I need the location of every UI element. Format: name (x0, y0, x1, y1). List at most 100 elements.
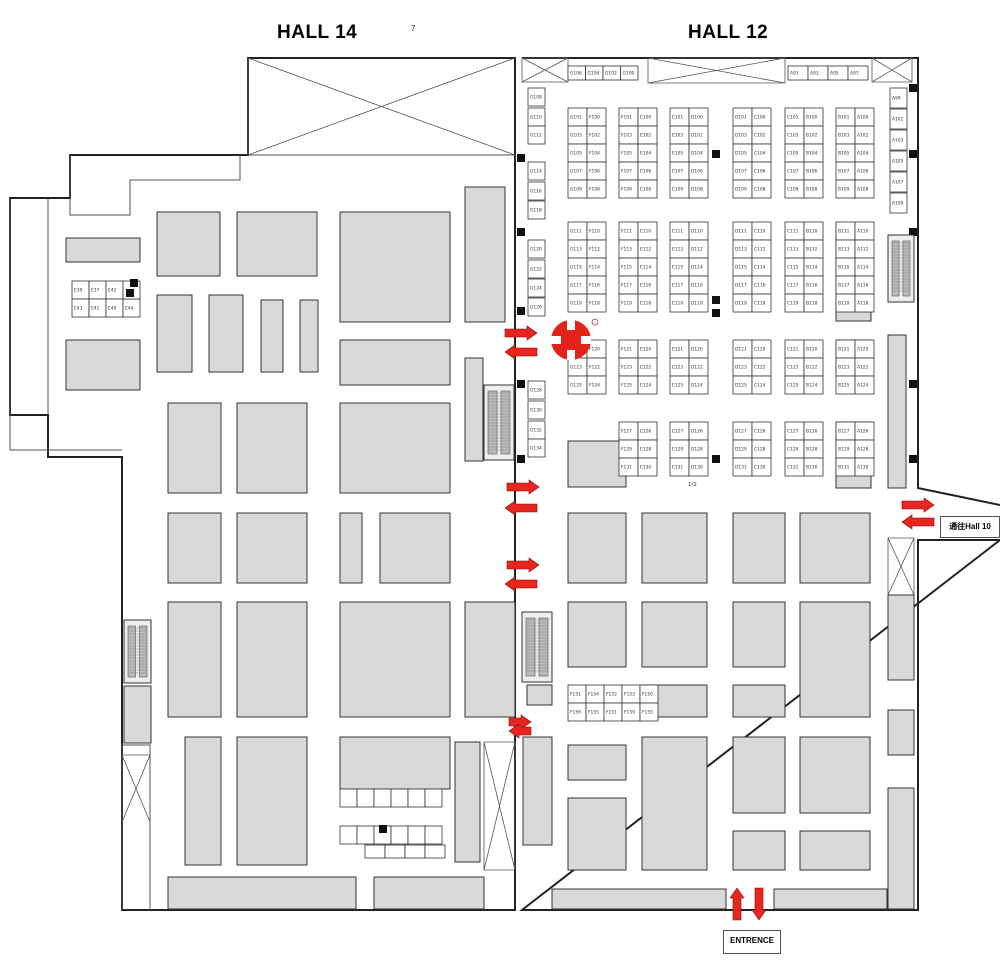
booth-label: B110 (806, 229, 818, 235)
pillar (712, 455, 720, 463)
booth-label: G122 (530, 267, 542, 273)
stand-block (799, 830, 871, 871)
arrow-left-icon (504, 500, 538, 516)
booth-cell (424, 788, 443, 808)
arrow-up-icon (729, 887, 745, 921)
booth-cell (688, 457, 709, 477)
booth-label: D107 (735, 169, 747, 175)
booth-label: B127 (838, 429, 850, 435)
booth-label: A107 (892, 180, 904, 186)
booth-label: A102 (857, 133, 869, 139)
booth-label: D113 (735, 247, 747, 253)
booth-label: B118 (806, 301, 818, 307)
booth-label: C111 (787, 229, 799, 235)
stand-block (799, 601, 871, 718)
booth-cell (356, 825, 375, 845)
stand-block (551, 888, 727, 910)
stand-block (526, 684, 553, 706)
booth-label: D127 (735, 429, 747, 435)
booth-label: D118 (691, 301, 703, 307)
escalator-icon (887, 234, 915, 303)
booth-cell (404, 844, 426, 859)
pillar (712, 309, 720, 317)
booth-label: C126 (754, 429, 766, 435)
stand-block (373, 876, 485, 910)
arrow-left-icon (504, 576, 538, 592)
booth-label: A110 (857, 229, 869, 235)
booth-label: C107 (787, 169, 799, 175)
booth-label: F151 (606, 710, 617, 716)
booth-label: B108 (806, 187, 818, 193)
pillar (909, 150, 917, 158)
booth-cell (527, 297, 546, 317)
pillar (517, 455, 525, 463)
booth-label: A128 (857, 447, 869, 453)
hall-14-title: HALL 14 (277, 22, 358, 43)
booth-label: E120 (640, 347, 651, 353)
booth-label: E124 (640, 383, 651, 389)
booth-cell (847, 65, 869, 81)
booth-label: D108 (691, 187, 703, 193)
booth-label: E41 (91, 306, 100, 312)
arrow-right-icon (506, 557, 540, 573)
booth-label: F101 (621, 115, 632, 121)
booth-label: A104 (857, 151, 869, 157)
booth-label: C106 (754, 169, 766, 175)
stand-block (167, 402, 222, 494)
booth-label: G104 (588, 71, 600, 77)
booth-label: D121 (735, 347, 747, 353)
booth-label: G111 (570, 229, 582, 235)
pillar (517, 228, 525, 236)
booth-label: D103 (735, 133, 747, 139)
booth-label: D119 (735, 301, 747, 307)
booth-label: A118 (857, 301, 869, 307)
booth-label: F100 (589, 115, 600, 121)
stand-block (65, 237, 141, 263)
booth-label: G117 (570, 283, 582, 289)
stand-block (567, 744, 627, 781)
booth-label: D115 (735, 265, 747, 271)
page-marker: 7 (411, 24, 416, 33)
booth-label: G100 (623, 71, 635, 77)
booth-label: F110 (589, 229, 600, 235)
booth-label: F153 (624, 692, 635, 698)
stand-block (65, 339, 141, 391)
booth-label: E100 (640, 115, 651, 121)
booth-label: D101 (735, 115, 747, 121)
booth-label: D109 (735, 187, 747, 193)
stand-block (732, 512, 786, 584)
booth-label: A122 (857, 365, 869, 371)
booth-label: C108 (754, 187, 766, 193)
booth-label: B104 (806, 151, 818, 157)
booth-label: G103 (570, 133, 582, 139)
booth-cell (384, 844, 406, 859)
booth-label: D131 (735, 465, 747, 471)
booth-label: C103 (787, 133, 799, 139)
booth-cell (527, 87, 546, 107)
stand-block (567, 797, 627, 871)
booth-cell (364, 844, 386, 859)
stand-block (339, 601, 451, 718)
stand-block (156, 211, 221, 277)
booth-label: F119 (621, 301, 632, 307)
pillar (379, 825, 387, 833)
booth-label: C128 (754, 447, 766, 453)
organizer-logo-icon (551, 318, 599, 360)
booth-cell (889, 108, 908, 130)
booth-label: C121 (787, 347, 799, 353)
booth-label: E114 (640, 265, 651, 271)
booth-label: B100 (806, 115, 818, 121)
booth-label: A99 (892, 96, 901, 102)
booth-label: G132 (530, 428, 542, 434)
stand-block (167, 512, 222, 584)
booth-label: G123 (570, 365, 582, 371)
booth-label: G113 (570, 247, 582, 253)
booth-cell (527, 400, 546, 420)
booth-cells (71, 65, 908, 859)
booth-label: B117 (838, 283, 850, 289)
booth-label: E42 (108, 288, 117, 294)
booth-label: C112 (754, 247, 766, 253)
booth-cell (527, 161, 546, 181)
booth-label: F114 (589, 265, 600, 271)
